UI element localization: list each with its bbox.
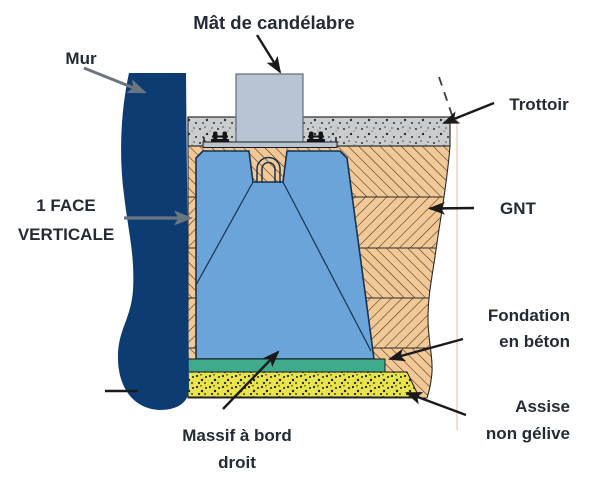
massif-label-line1: Massif à bord [182,426,292,445]
gnt-label: GNT [500,199,537,218]
face-verticale-label-line2: VERTICALE [18,225,114,244]
fondation-layer [187,358,386,373]
fondation-arrow [388,337,464,362]
massif-block [195,150,375,360]
assise-arrow [405,391,467,417]
assise-layer [187,371,420,398]
assise-label-line1: Assise [515,397,570,416]
title-label: Mât de candélabre [193,12,354,33]
massif-label-line2: droit [218,453,256,472]
assise-label-line2: non gélive [486,424,570,443]
fondation-label-line2: en béton [499,332,570,351]
massif-arrow [222,350,280,410]
trottoir-label: Trottoir [509,95,569,114]
trottoir-arrow [442,101,495,125]
anchor-bolts-left [211,131,229,142]
anchor-bolts-right [307,131,325,142]
face-verticale-label-line1: 1 FACE [36,196,96,215]
cut-dashed-line [438,76,453,116]
mast-post [235,73,304,148]
mur-label: Mur [65,49,97,68]
baseplate [202,141,338,148]
conduit-u-pipe-icon [256,156,281,183]
annotation-arrows [83,34,495,417]
mast-arrow [255,34,282,74]
wall [117,73,189,410]
mur-arrow [83,66,147,94]
gnt-arrow [428,201,475,215]
massif-edge-lines [195,181,372,352]
fondation-label-line1: Fondation [488,306,570,325]
